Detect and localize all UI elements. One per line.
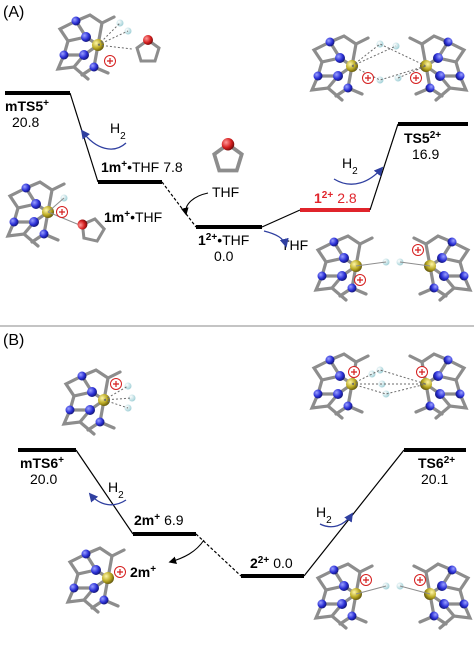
connector (195, 533, 242, 577)
h2-sub-b-left: 2 (118, 490, 124, 501)
m2-structure (66, 546, 127, 614)
d1-name: 1 (314, 190, 322, 206)
h2-label-a-left: H (110, 120, 120, 136)
h2-arrow-b-left (88, 492, 127, 506)
ts5-charge: 2+ (430, 130, 442, 141)
d2-energy: 0.0 (273, 555, 293, 571)
m1-charge: + (124, 209, 130, 220)
d-thf-suffix: •THF (217, 232, 249, 248)
m1-name: 1m (104, 209, 124, 225)
svg-text:H2: H2 (316, 504, 332, 526)
ts6-energy: 20.1 (421, 471, 448, 487)
d-thf-name: 1 (198, 232, 206, 248)
thf-molecule (212, 136, 244, 173)
panel-b-label: (B) (3, 332, 24, 349)
ts6-charge: 2+ (444, 455, 456, 466)
d1-energy: 2.8 (337, 190, 357, 206)
m1-thf-structure (6, 180, 108, 248)
h2-label-b-left: H (108, 479, 118, 495)
thf-label-top: THF (212, 184, 239, 200)
m2-name: 2m (134, 512, 154, 528)
m2-free-charge: + (150, 564, 156, 575)
connector (261, 209, 301, 228)
connector (303, 449, 405, 577)
svg-text:H2: H2 (108, 479, 124, 501)
svg-text:mTS5+: mTS5+ (5, 98, 49, 115)
h2-label-a-right: H (342, 155, 352, 171)
panel-a-label: (A) (3, 4, 24, 21)
svg-text:mTS6+: mTS6+ (20, 455, 64, 472)
h2-sub-a-left: 2 (120, 131, 126, 142)
m1-suffix: •THF (130, 209, 162, 225)
svg-text:H2: H2 (342, 155, 358, 177)
m1-thf-charge: + (121, 159, 127, 170)
svg-text:22+0.0: 22+0.0 (250, 555, 293, 572)
d2-charge: 2+ (258, 555, 270, 566)
d2-name: 2 (250, 555, 258, 571)
ts6-dimer-structure (310, 352, 468, 420)
svg-text:12+•THF: 12+•THF (198, 232, 249, 249)
ts6-name: TS6 (418, 455, 444, 471)
mts6-energy: 20.0 (30, 471, 57, 487)
d1-charge: 2+ (322, 190, 334, 201)
h2-arrow-a-left (80, 129, 127, 150)
m1-thf-name: 1m (101, 159, 121, 175)
mts6-structure (62, 368, 136, 436)
svg-text:H2: H2 (110, 120, 126, 142)
m2-charge: + (154, 512, 160, 523)
connector (75, 449, 134, 535)
d-thf-charge: 2+ (206, 232, 218, 243)
connector (69, 92, 99, 183)
ts5-dimer-structure (310, 34, 468, 102)
m1-thf-energy: 7.8 (163, 159, 183, 175)
m2-release-arrow (168, 539, 205, 565)
thf-arrow-top (181, 192, 209, 216)
mts6-charge: + (58, 455, 64, 466)
d2-dimer-structure (314, 562, 472, 630)
svg-text:1m+•THF: 1m+•THF (104, 209, 162, 226)
mts6-name: mTS6 (20, 455, 58, 471)
connector (369, 123, 399, 211)
thf-arrow-bottom (263, 230, 289, 248)
svg-text:TS52+: TS52+ (404, 130, 441, 147)
m2-free-name: 2m (130, 564, 150, 580)
svg-text:12+2.8: 12+2.8 (314, 190, 357, 207)
d1-dimer-structure (314, 234, 472, 302)
h2-arrow-b-right (319, 512, 354, 528)
mts5-structure (56, 13, 161, 81)
svg-text:TS62+: TS62+ (418, 455, 455, 472)
connector (161, 181, 197, 228)
m2-energy: 6.9 (164, 512, 184, 528)
ts5-name: TS5 (404, 130, 430, 146)
svg-text:2m+6.9: 2m+6.9 (134, 512, 184, 529)
mts5-name: mTS5 (5, 98, 43, 114)
h2-sub-b-right: 2 (326, 515, 332, 526)
h2-sub-a-right: 2 (352, 166, 358, 177)
ts5-energy: 16.9 (412, 146, 439, 162)
h2-arrow-a-right (333, 166, 384, 185)
m1-thf-suffix: •THF (127, 159, 159, 175)
h2-label-b-right: H (316, 504, 326, 520)
d-thf-energy: 0.0 (214, 248, 234, 264)
svg-text:2m+: 2m+ (130, 564, 156, 581)
mts5-energy: 20.8 (12, 114, 39, 130)
mts5-charge: + (43, 98, 49, 109)
